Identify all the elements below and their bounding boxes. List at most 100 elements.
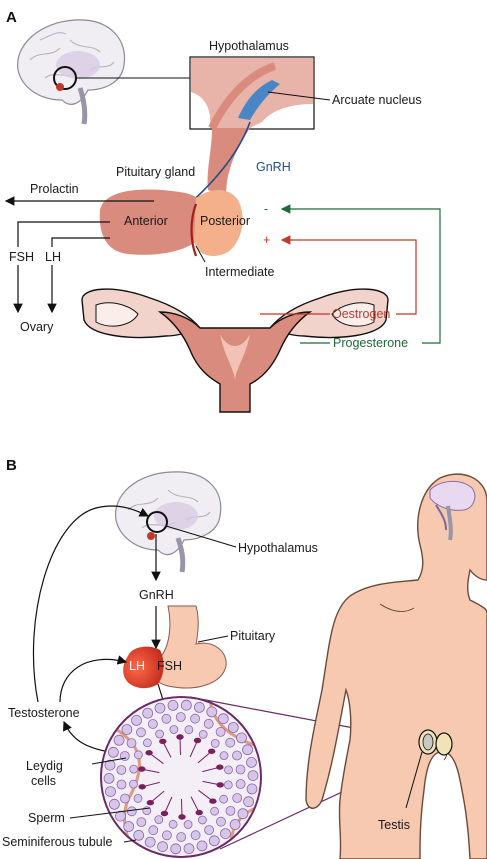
sperm-cell	[198, 789, 217, 804]
anterior-lobe	[99, 189, 209, 255]
sperm-cell	[138, 766, 160, 774]
hypothalamus-label-b: Hypothalamus	[238, 541, 318, 555]
posterior-label: Posterior	[200, 214, 250, 228]
sperm-cell	[189, 737, 202, 758]
hypothalamus-tissue	[191, 58, 313, 130]
oestrogen-label: Oestrogen	[332, 307, 390, 321]
leydig-to-testosterone-arrow	[63, 720, 111, 753]
tubule-cell	[142, 707, 154, 719]
tubule-cell	[232, 750, 242, 761]
anterior-label: Anterior	[124, 214, 168, 228]
pituitary-dot-icon	[56, 83, 64, 91]
gnrh-label-a: GnRH	[256, 160, 291, 174]
male-body-illustration	[305, 473, 487, 859]
tubule-cell	[247, 770, 259, 781]
tubule-cell	[120, 793, 130, 804]
tubule-cell	[133, 794, 143, 803]
sperm-cell	[178, 798, 186, 820]
tubule-cell	[123, 821, 135, 832]
sperm-callout	[69, 807, 151, 819]
tubule-cell	[116, 779, 127, 790]
tubule-cell	[220, 828, 231, 839]
pituitary-callout-b	[197, 635, 229, 643]
tubule-cell	[246, 757, 257, 768]
sperm-label: Sperm	[28, 811, 65, 825]
fsh-lh-label-bg	[10, 247, 60, 265]
tubule-cell	[126, 738, 137, 748]
progesterone-minus-sign: -	[264, 202, 268, 216]
sperm-cell	[190, 796, 203, 816]
posterior-lobe	[194, 190, 243, 256]
tubule-cell	[232, 793, 243, 803]
sperm-cell	[146, 790, 165, 806]
oestrogen-plus-sign: +	[263, 233, 270, 247]
intermediate-label: Intermediate	[205, 265, 275, 279]
testosterone-to-pituitary-arrow	[59, 655, 128, 703]
arcuate-nucleus-label: Arcuate nucleus	[332, 93, 422, 107]
progesterone-feedback-arrow	[280, 204, 441, 344]
tubule-cell	[184, 725, 194, 735]
tubule-cell	[115, 810, 126, 822]
hypothalamus-focus-circle-b	[146, 511, 168, 533]
gnrh-label-b: GnRH	[139, 588, 174, 602]
tubule-cell	[157, 841, 169, 852]
tubule-cell	[216, 816, 226, 827]
tubule-cell	[224, 765, 233, 775]
tubule-cell	[136, 727, 146, 738]
pituitary-label-b: Pituitary	[230, 629, 276, 643]
tubule-cell	[129, 764, 139, 774]
tubule-cell	[161, 713, 172, 724]
sperm-cell	[176, 734, 184, 756]
arcuate-nucleus-shape	[238, 80, 280, 120]
tubule-cell	[236, 732, 247, 744]
sperm-cell	[160, 796, 173, 817]
progesterone-label: Progesterone	[333, 336, 408, 350]
tubule-cell	[243, 796, 255, 808]
tubule-cell	[183, 820, 193, 829]
tubule-cell	[104, 759, 116, 771]
hypothalamus-label: Hypothalamus	[209, 39, 289, 53]
tubule-cell	[147, 719, 158, 729]
tubule-cell	[217, 713, 229, 725]
tubule-cell	[235, 764, 246, 775]
ovary-label: Ovary	[20, 320, 54, 334]
tubule-cell	[225, 806, 236, 816]
tubule-cell	[204, 825, 215, 835]
tubule-cell	[161, 830, 172, 841]
sperm-cell	[145, 750, 164, 765]
tubule-cell	[196, 840, 208, 852]
tubule-cell	[210, 806, 220, 816]
seminiferous-callout	[123, 839, 137, 843]
sperm-cell	[202, 764, 224, 773]
tubule-cell	[223, 780, 233, 790]
tubule-cell	[215, 727, 226, 737]
tubule-cell	[105, 786, 116, 797]
leydig-label-2: cells	[31, 774, 56, 788]
sperm-cell	[202, 780, 224, 788]
tubule-cell	[170, 843, 182, 855]
tubule-cell	[126, 806, 137, 817]
leydig-callout	[91, 757, 127, 765]
tubule-cell	[225, 737, 236, 748]
tubule-cell	[131, 715, 142, 726]
tubule-cell	[219, 751, 229, 760]
tubule-cell	[242, 744, 254, 756]
tubule-cell	[154, 815, 164, 824]
testis-label: Testis	[378, 818, 410, 832]
tubule-cell	[116, 765, 127, 775]
lh-label-a: LH	[45, 250, 61, 264]
uterus-ovaries-illustration	[81, 288, 389, 413]
tubule-cell	[108, 746, 119, 758]
tubule-cell	[154, 702, 166, 714]
oestrogen-feedback-arrow	[280, 235, 417, 315]
brain-icon-b	[115, 471, 222, 573]
tubule-cell	[155, 729, 165, 739]
tubule-cell	[198, 730, 208, 739]
tubule-cell	[176, 832, 187, 842]
tubule-cell	[190, 830, 201, 841]
fsh-label-b: FSH	[157, 659, 182, 673]
pituitary-b-posterior	[152, 605, 227, 689]
fsh-arrow	[13, 221, 110, 314]
tubule-cell	[136, 817, 147, 827]
